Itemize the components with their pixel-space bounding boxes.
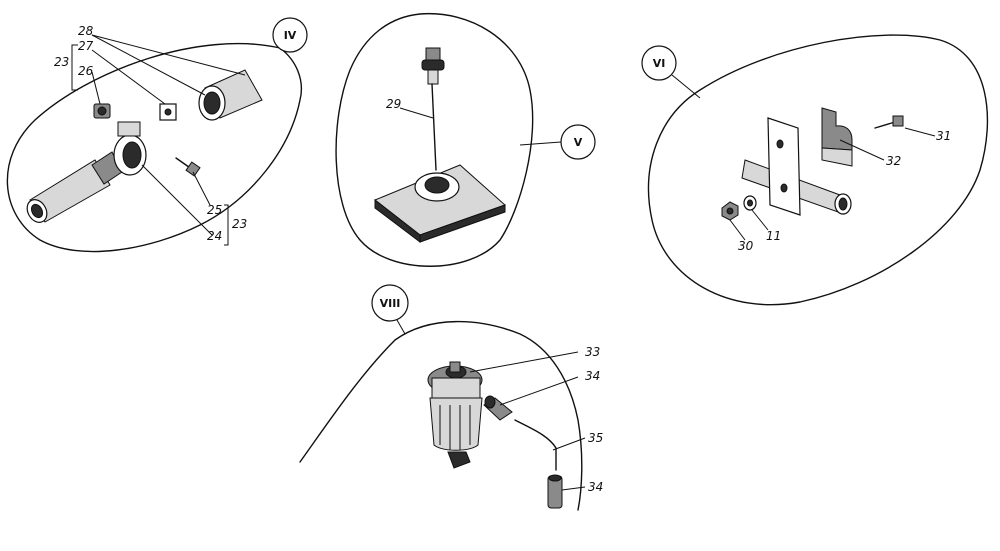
sleeve-part <box>198 69 263 121</box>
callout-32: 32 <box>886 154 901 168</box>
callout-34-upper: 34 <box>585 369 600 383</box>
bracket-part <box>821 107 853 167</box>
fuel-filter-part <box>427 361 483 469</box>
view-v-outline <box>335 12 534 267</box>
roman-circle-iv <box>272 17 308 53</box>
view-viii: VIII 33 34 35 34 <box>299 284 603 511</box>
view-iv: IV <box>6 17 308 253</box>
callout-26: 26 <box>78 64 94 78</box>
callout-29: 29 <box>386 97 401 111</box>
bent-tube-part <box>514 419 557 471</box>
bolt-part <box>175 157 201 177</box>
clamp-part <box>113 121 147 176</box>
washer-part-11 <box>743 195 757 211</box>
hose-piece-upper <box>483 395 513 421</box>
callout-30: 30 <box>738 239 754 253</box>
view-iv-label: IV <box>272 17 308 53</box>
view-v-label: V <box>519 124 596 160</box>
base-plate-part <box>374 164 506 244</box>
pipe-part <box>26 151 123 223</box>
view-vi: VI 3 <box>641 34 989 306</box>
callout-34-lower: 34 <box>588 480 603 494</box>
plate-part <box>767 117 801 216</box>
dipstick-part <box>421 47 445 171</box>
view-vi-label: VI <box>641 45 701 99</box>
view-vi-outline <box>647 34 989 306</box>
callout-25: 25 <box>207 203 222 217</box>
view-viii-label: VIII <box>371 284 409 335</box>
callout-24: 24 <box>207 229 222 243</box>
hose-piece-lower <box>547 474 563 509</box>
washer-part <box>159 103 177 121</box>
roman-circle-viii <box>371 284 409 322</box>
callout-28: 28 <box>78 24 94 38</box>
callout-33: 33 <box>585 345 600 359</box>
callout-23-left: 23 <box>54 55 69 69</box>
callout-27: 27 <box>78 39 94 53</box>
roman-viii: VIII <box>380 297 401 310</box>
roman-v: V <box>574 136 583 149</box>
view-iv-outline <box>6 42 302 253</box>
view-v: V 29 <box>335 12 596 267</box>
callout-35: 35 <box>588 431 603 445</box>
nut-part-30 <box>721 201 739 221</box>
bolt-part-31 <box>874 115 904 129</box>
callout-23-right: 23 <box>232 217 247 231</box>
roman-vi: VI <box>653 57 666 70</box>
callout-11: 11 <box>766 229 781 243</box>
callout-31: 31 <box>936 129 951 143</box>
roman-iv: IV <box>284 29 297 42</box>
roman-circle-vi <box>641 45 677 81</box>
nut-part <box>93 103 111 119</box>
view-viii-outline <box>299 320 583 511</box>
